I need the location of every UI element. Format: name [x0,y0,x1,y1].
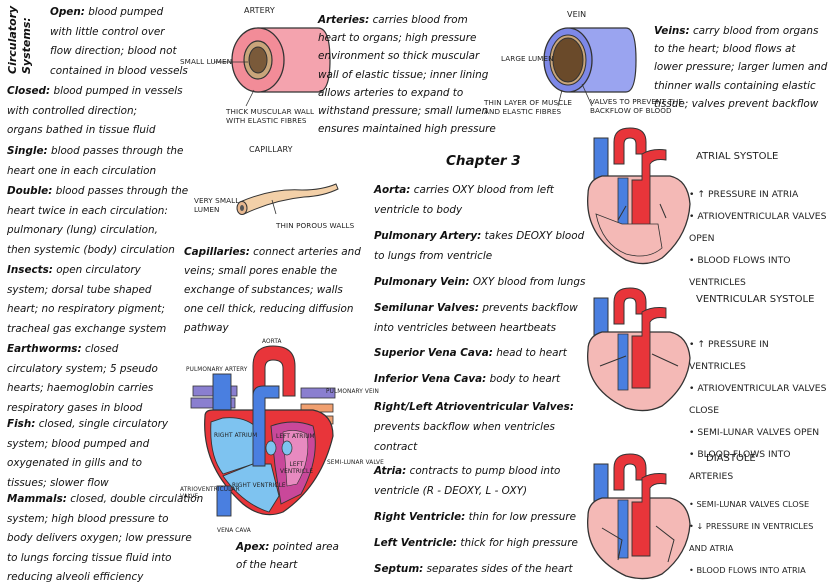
list-item: • SEMI-LUNAR VALVES CLOSE [689,499,810,509]
artery-diagram [214,27,331,107]
atrial-systole-list: • ↑ PRESSURE IN ATRIA • ATRIOVENTRICULAR… [689,184,828,294]
vein-valves-label: VALVES TO PREVENT THE BACKFLOW OF BLOOD [590,97,684,115]
apex-definition: Apex: pointed area of the heart [236,541,339,571]
list-item: • ↓ PRESSURE IN VENTRICLES AND ATRIA [689,521,814,553]
vein-layer-label: THIN LAYER OF MUSCLE AND ELASTIC FIBRES [484,98,572,116]
list-item: • BLOOD FLOWS INTO ARTERIES [689,449,791,482]
heart-atrial-systole [587,127,691,265]
insects-definition: Insects: open circulatory system; dorsal… [7,264,167,335]
label-right-ventricle: RIGHT VENTRICLE [232,483,286,489]
artery-title: ARTERY [244,6,275,15]
label-semi-lunar-valve: SEMI-LUNAR VALVE [327,460,384,466]
list-item: • ATRIOVENTRICULAR VALVES CLOSE [689,383,827,416]
capillary-title: CAPILLARY [249,145,293,154]
section-title-vertical: Circulatory Systems: [6,5,33,74]
right-ventricle-definition: Right Ventricle: thin for low pressure [374,511,577,523]
label-pulmonary-vein: PULMONARY VEIN [326,389,379,395]
list-item: • BLOOD FLOWS INTO VENTRICLES [689,255,791,288]
label-aorta: AORTA [262,339,282,345]
list-item: • ↑ PRESSURE IN ATRIA [689,189,799,200]
label-vena-cava: VENA CAVA [217,528,251,534]
av-valves-definition: Right/Left Atrioventricular Valves: prev… [374,401,574,453]
diastole-title: DIASTOLE [706,453,756,464]
artery-wall-label: THICK MUSCULAR WALL WITH ELASTIC FIBRES [226,107,315,125]
label-av-valve: ATRIOVENTRICULAR VALVE [180,487,240,500]
atrial-systole-title: ATRIAL SYSTOLE [696,151,779,162]
vein-diagram [543,27,637,107]
list-item: • BLOOD FLOWS INTO ATRIA [689,565,806,575]
inferior-vena-cava-definition: Inferior Vena Cava: body to heart [374,373,561,385]
pulmonary-vein-definition: Pulmonary Vein: OXY blood from lungs [374,276,586,288]
double-definition: Double: blood passes through the heart t… [7,185,189,256]
list-item: • ATRIOVENTRICULAR VALVES OPEN [689,211,827,244]
veins-definition: Veins: carry blood from organs to the he… [654,25,828,110]
single-definition: Single: blood passes through the heart o… [7,145,184,177]
chapter-title: Chapter 3 [446,153,521,169]
aorta-definition: Aorta: carries OXY blood from left ventr… [374,184,554,216]
vein-lumen-label: LARGE LUMEN [501,54,554,63]
diastole-list: • SEMI-LUNAR VALVES CLOSE • ↓ PRESSURE I… [689,493,828,581]
left-ventricle-definition: Left Ventricle: thick for high pressure [374,537,578,549]
heart-diagram [190,345,336,517]
open-definition: Open: blood pumped with little control o… [50,6,188,77]
arteries-definition: Arteries: carries blood from heart to or… [318,14,496,136]
pulmonary-artery-definition: Pulmonary Artery: takes DEOXY blood to l… [374,230,585,262]
fish-definition: Fish: closed, single circulatory system;… [7,418,169,489]
vein-title: VEIN [567,10,587,19]
capillary-lumen-label: VERY SMALL LUMEN [194,196,240,214]
capillary-diagram [236,183,339,215]
mammals-definition: Mammals: closed, double circulation syst… [7,493,204,583]
heart-ventricular-systole [587,287,691,412]
earthworms-definition: Earthworms: closed circulatory system; 5… [7,343,158,414]
septum-definition: Septum: separates sides of the heart [374,563,573,575]
label-left-atrium: LEFT ATRIUM [276,434,315,440]
label-pulmonary-artery: PULMONARY ARTERY [186,367,248,373]
label-right-atrium: RIGHT ATRIUM [214,433,258,439]
artery-lumen-label: SMALL LUMEN [180,57,233,66]
ventricular-systole-list: • ↑ PRESSURE IN VENTRICLES • ATRIOVENTRI… [689,334,828,488]
label-left-ventricle: LEFT VENTRICLE [280,462,314,475]
list-item: • SEMI-LUNAR VALVES OPEN [689,427,820,438]
closed-definition: Closed: blood pumped in vessels with con… [7,85,183,136]
superior-vena-cava-definition: Superior Vena Cava: head to heart [374,347,567,359]
atria-definition: Atria: contracts to pump blood into vent… [374,465,561,497]
list-item: • ↑ PRESSURE IN VENTRICLES [689,339,769,372]
capillary-wall-label: THIN POROUS WALLS [276,221,355,230]
capillaries-definition: Capillaries: connect arteries and veins;… [184,246,361,334]
ventricular-systole-title: VENTRICULAR SYSTOLE [696,294,815,305]
heart-diastole [587,453,691,580]
semilunar-valves-definition: Semilunar Valves: prevents backflow into… [374,302,578,334]
